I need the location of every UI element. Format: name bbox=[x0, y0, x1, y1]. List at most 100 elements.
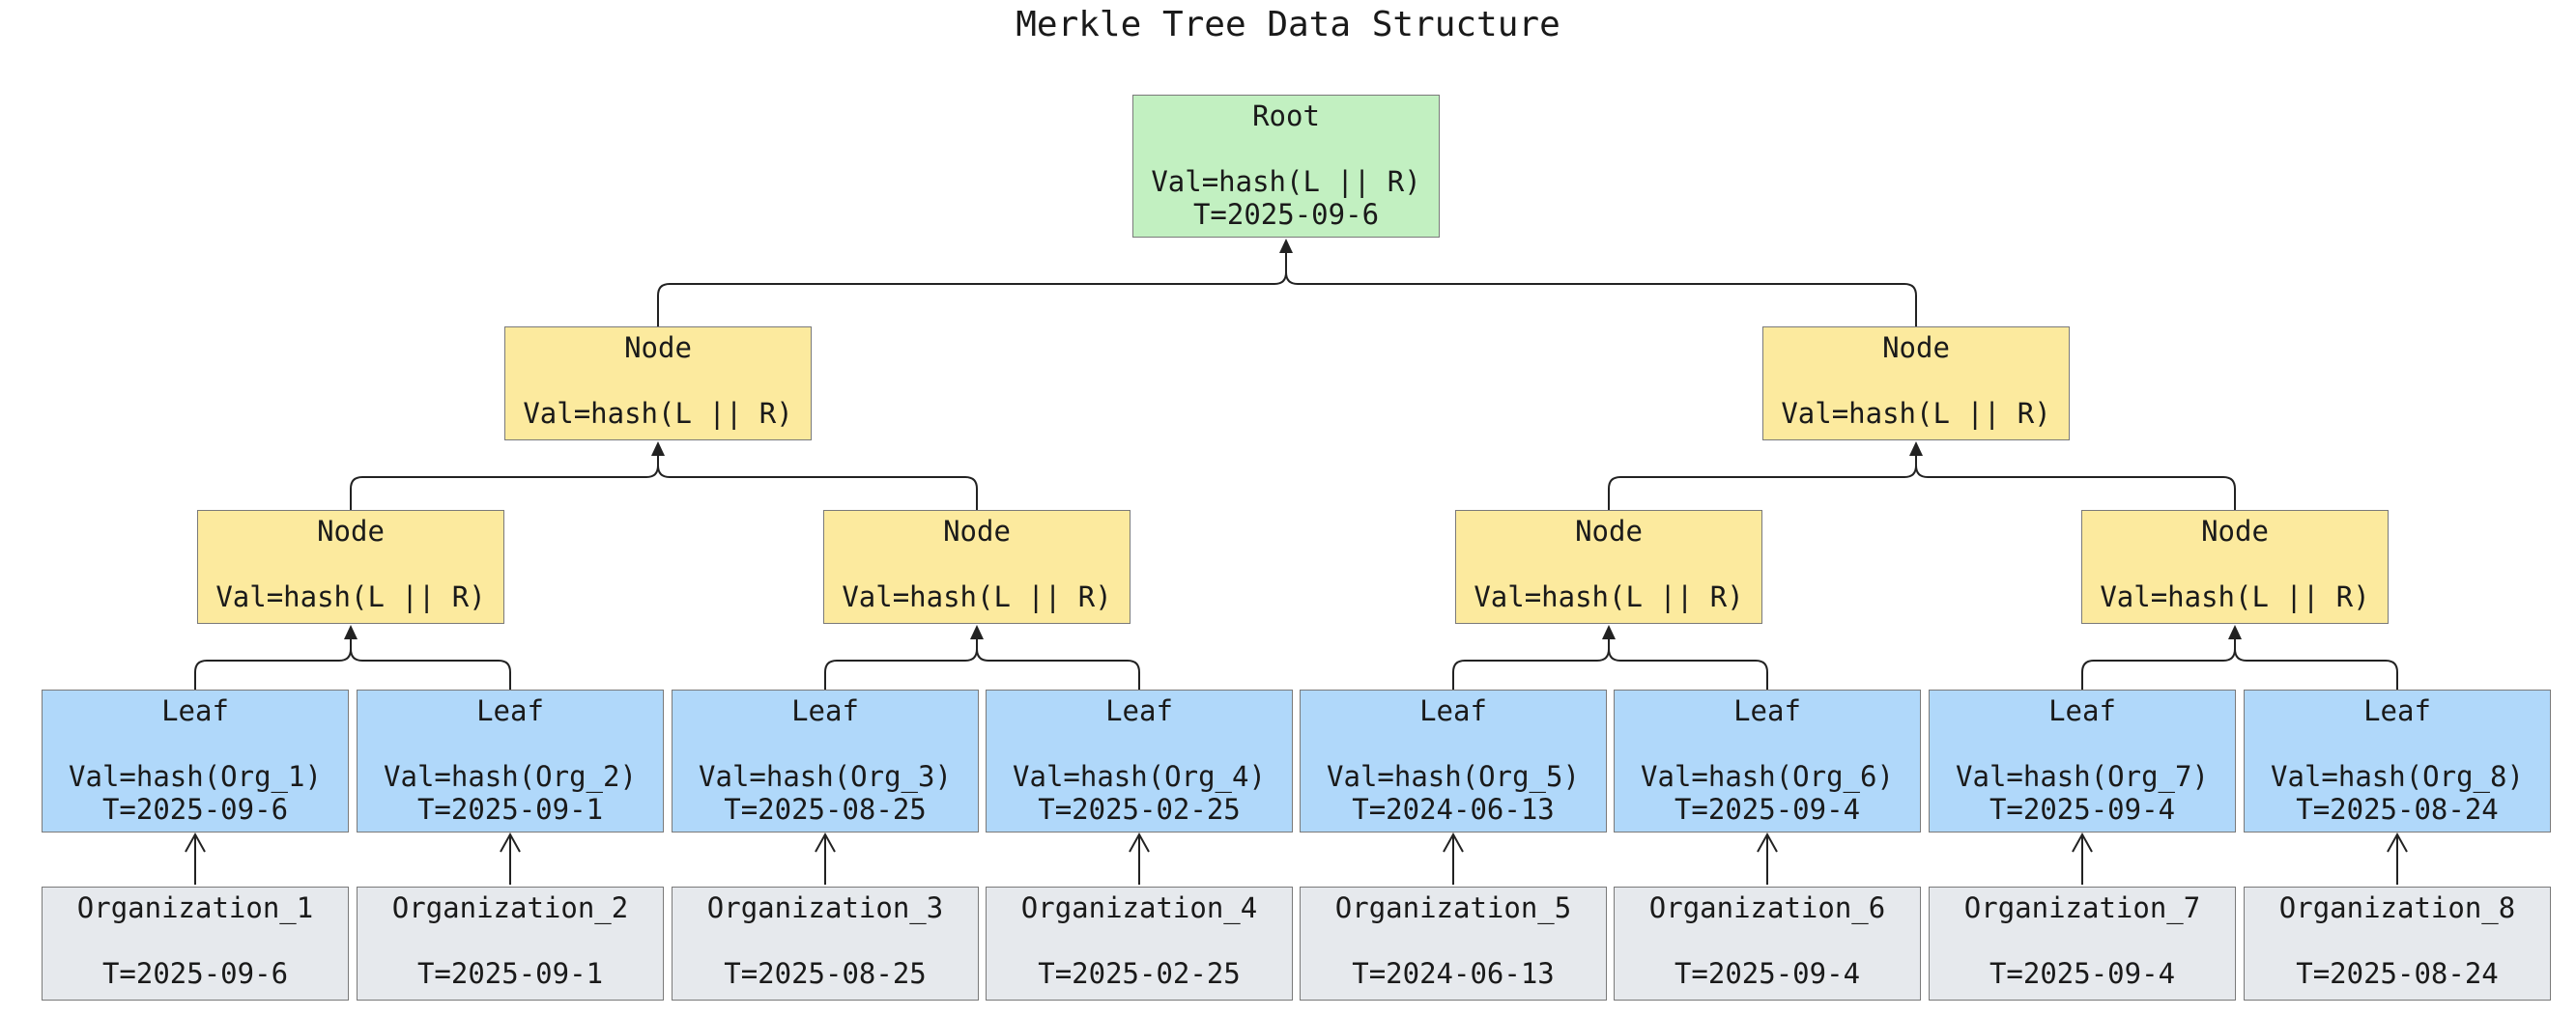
diagram-title: Merkle Tree Data Structure bbox=[1016, 5, 1560, 44]
node-value: Val=hash(L || R) bbox=[523, 397, 793, 430]
node-value: Val=hash(L || R) bbox=[1151, 165, 1421, 198]
l2-3-edge-2 bbox=[1608, 637, 1768, 690]
blank-line bbox=[505, 364, 811, 397]
organization-name: Organization_7 bbox=[1963, 891, 2201, 924]
blank-line bbox=[673, 924, 978, 957]
leaf-label: Leaf bbox=[791, 694, 859, 727]
org-to-leaf-arrow-1-head bbox=[185, 832, 206, 853]
blank-line bbox=[1930, 924, 2235, 957]
leaf-label: Leaf bbox=[1105, 694, 1173, 727]
organization-name: Organization_4 bbox=[1020, 891, 1258, 924]
blank-line bbox=[1301, 727, 1606, 760]
organization-name: Organization_6 bbox=[1648, 891, 1886, 924]
organization-timestamp: T=2025-09-4 bbox=[1989, 957, 2176, 990]
leaf-value: Val=hash(Org_7) bbox=[1956, 760, 2209, 793]
organization-name: Organization_2 bbox=[391, 891, 629, 924]
organization-timestamp: T=2025-08-24 bbox=[2296, 957, 2499, 990]
leaf-timestamp: T=2024-06-13 bbox=[1352, 793, 1555, 826]
node-timestamp: T=2025-09-6 bbox=[1192, 198, 1380, 231]
blank-line bbox=[358, 727, 663, 760]
l1-right-arrowhead bbox=[1909, 441, 1923, 456]
node-label: Root bbox=[1252, 99, 1320, 132]
node-label: Node bbox=[1882, 331, 1950, 364]
leaf-value: Val=hash(Org_4) bbox=[1013, 760, 1266, 793]
organization-name: Organization_1 bbox=[76, 891, 314, 924]
l1-left-edge-2 bbox=[657, 454, 978, 510]
root-edge-1 bbox=[657, 251, 1287, 326]
blank-line bbox=[1930, 727, 2235, 760]
l2-3-arrowhead bbox=[1602, 625, 1616, 639]
org-to-leaf-arrow-6-head bbox=[1757, 832, 1778, 853]
blank-line bbox=[198, 548, 503, 580]
leaf-timestamp: T=2025-08-25 bbox=[724, 793, 927, 826]
blank-line bbox=[2082, 548, 2388, 580]
leaf-label: Leaf bbox=[1733, 694, 1801, 727]
l2-4-edge-1 bbox=[2081, 637, 2236, 690]
leaf-label: Leaf bbox=[2048, 694, 2116, 727]
blank-line bbox=[1615, 727, 1920, 760]
blank-line bbox=[673, 727, 978, 760]
leaf-label: Leaf bbox=[476, 694, 544, 727]
node-label: Node bbox=[624, 331, 692, 364]
organization-timestamp: T=2025-02-25 bbox=[1038, 957, 1241, 990]
root-arrowhead bbox=[1279, 239, 1293, 253]
blank-line bbox=[43, 924, 348, 957]
blank-line bbox=[1301, 924, 1606, 957]
node-label: Node bbox=[317, 515, 385, 548]
leaf-value: Val=hash(Org_8) bbox=[2271, 760, 2524, 793]
l2-4-arrowhead bbox=[2228, 625, 2242, 639]
l2-4-edge-2 bbox=[2234, 637, 2398, 690]
blank-line bbox=[2245, 924, 2550, 957]
blank-line bbox=[1133, 132, 1439, 165]
node-value: Val=hash(L || R) bbox=[842, 580, 1112, 613]
root-edge-2 bbox=[1285, 251, 1917, 326]
node-value: Val=hash(L || R) bbox=[2100, 580, 2370, 613]
org-to-leaf-arrow-4-head bbox=[1129, 832, 1150, 853]
leaf-value: Val=hash(Org_6) bbox=[1641, 760, 1894, 793]
leaf-value: Val=hash(Org_3) bbox=[699, 760, 952, 793]
org-to-leaf-arrow-5-head bbox=[1443, 832, 1464, 853]
organization-timestamp: T=2025-09-6 bbox=[101, 957, 289, 990]
organization-timestamp: T=2025-09-1 bbox=[416, 957, 604, 990]
organization-timestamp: T=2025-09-4 bbox=[1674, 957, 1861, 990]
leaf-timestamp: T=2025-09-4 bbox=[1989, 793, 2176, 826]
blank-line bbox=[1615, 924, 1920, 957]
blank-line bbox=[2245, 727, 2550, 760]
node-label: Node bbox=[943, 515, 1011, 548]
organization-name: Organization_8 bbox=[2278, 891, 2516, 924]
node-value: Val=hash(L || R) bbox=[1474, 580, 1744, 613]
l1-left-edge-1 bbox=[350, 454, 659, 510]
leaf-label: Leaf bbox=[161, 694, 229, 727]
org-to-leaf-arrow-7-head bbox=[2072, 832, 2093, 853]
blank-line bbox=[43, 727, 348, 760]
leaf-timestamp: T=2025-08-24 bbox=[2296, 793, 2499, 826]
leaf-timestamp: T=2025-09-1 bbox=[416, 793, 604, 826]
blank-line bbox=[987, 727, 1292, 760]
leaf-label: Leaf bbox=[2363, 694, 2431, 727]
node-value: Val=hash(L || R) bbox=[1781, 397, 2051, 430]
leaf-label: Leaf bbox=[1419, 694, 1487, 727]
organization-timestamp: T=2024-06-13 bbox=[1352, 957, 1555, 990]
leaf-timestamp: T=2025-02-25 bbox=[1038, 793, 1241, 826]
l2-2-edge-2 bbox=[976, 637, 1140, 690]
l2-1-arrowhead bbox=[344, 625, 358, 639]
leaf-timestamp: T=2025-09-4 bbox=[1674, 793, 1861, 826]
l2-2-arrowhead bbox=[970, 625, 984, 639]
blank-line bbox=[1456, 548, 1761, 580]
